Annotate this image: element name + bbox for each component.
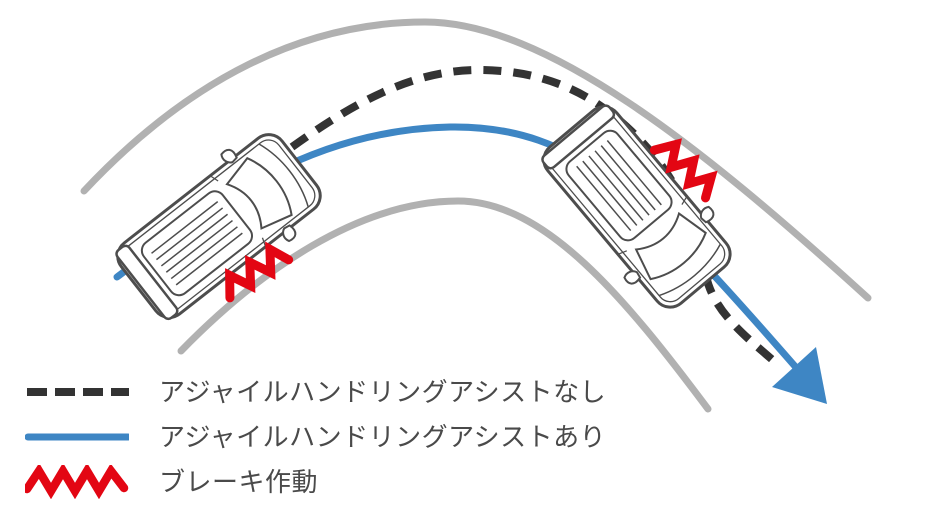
zigzag-swatch-icon [25,464,129,499]
legend-item-with-assist: アジャイルハンドリングアシストあり [25,414,606,459]
path-with-assist-arrowhead [772,347,827,404]
car-corner-entry [102,117,336,335]
legend-label-with-assist: アジャイルハンドリングアシストあり [159,421,607,452]
legend: アジャイルハンドリングアシストなし アジャイルハンドリングアシストあり ブレーキ… [25,369,606,504]
road-inner-edge [177,197,712,413]
dashed-line-swatch-icon [27,387,129,396]
legend-label-without-assist: アジャイルハンドリングアシストなし [159,376,607,407]
brake-mark-exit-car [649,138,718,203]
legend-item-without-assist: アジャイルハンドリングアシストなし [25,369,606,414]
road-outer-edge [80,18,872,302]
legend-label-brake: ブレーキ作動 [159,466,319,497]
solid-line-swatch-icon [25,433,129,440]
legend-item-brake: ブレーキ作動 [25,459,606,504]
brake-mark-entry-car [225,241,294,303]
